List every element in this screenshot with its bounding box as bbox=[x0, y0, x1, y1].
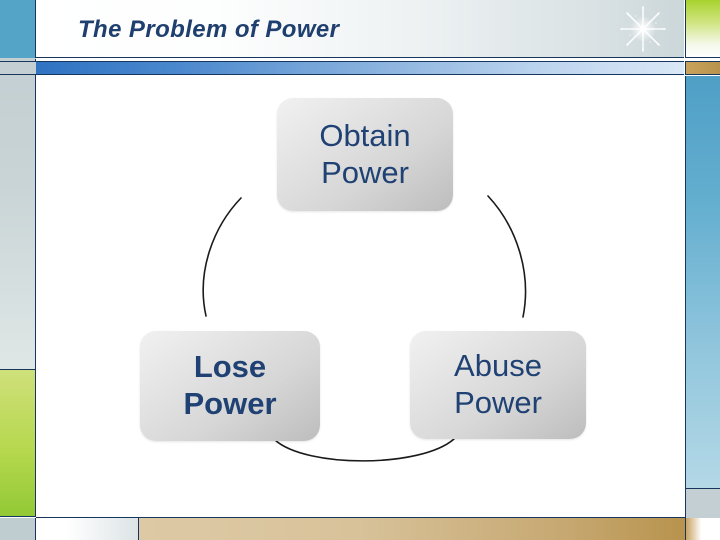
decor-left-gray-strip bbox=[0, 59, 36, 370]
page-title: The Problem of Power bbox=[78, 16, 340, 43]
arc-obtain-to-abuse bbox=[487, 195, 527, 318]
decor-bottom-rule bbox=[36, 517, 685, 518]
cycle-diagram: Obtain Power Lose Power Abuse Power bbox=[36, 76, 685, 517]
decor-left-blue-block bbox=[0, 0, 36, 58]
cycle-arcs bbox=[202, 195, 527, 462]
decor-left-green-block bbox=[0, 370, 36, 517]
decor-right-gray-block bbox=[685, 488, 720, 518]
node-obtain-power-line2: Power bbox=[321, 154, 409, 190]
decor-bottom-tan-bar bbox=[139, 518, 685, 540]
arc-abuse-to-lose bbox=[274, 438, 455, 462]
decor-right-green-block bbox=[685, 0, 720, 58]
decor-bottom-left-gradient bbox=[36, 518, 139, 540]
node-abuse-power-line1: Abuse bbox=[454, 348, 542, 384]
node-abuse-power[interactable]: Abuse Power bbox=[410, 331, 586, 439]
decor-accent-bar-tan bbox=[685, 61, 720, 75]
decor-left-bottom-gray-block bbox=[0, 518, 36, 540]
node-obtain-power-line1: Obtain bbox=[319, 117, 411, 153]
decor-accent-bar bbox=[36, 61, 684, 75]
arc-lose-to-obtain bbox=[202, 197, 242, 317]
node-lose-power-line2: Power bbox=[183, 386, 277, 421]
node-lose-power[interactable]: Lose Power bbox=[140, 331, 320, 441]
decor-right-bottom-block bbox=[685, 518, 720, 540]
decor-accent-bar-left-pad bbox=[0, 61, 36, 75]
header-band bbox=[36, 0, 684, 58]
node-lose-power-line1: Lose bbox=[193, 349, 267, 385]
node-obtain-power[interactable]: Obtain Power bbox=[277, 98, 453, 211]
node-abuse-power-line2: Power bbox=[454, 385, 542, 420]
decor-right-blue-strip bbox=[685, 76, 720, 488]
